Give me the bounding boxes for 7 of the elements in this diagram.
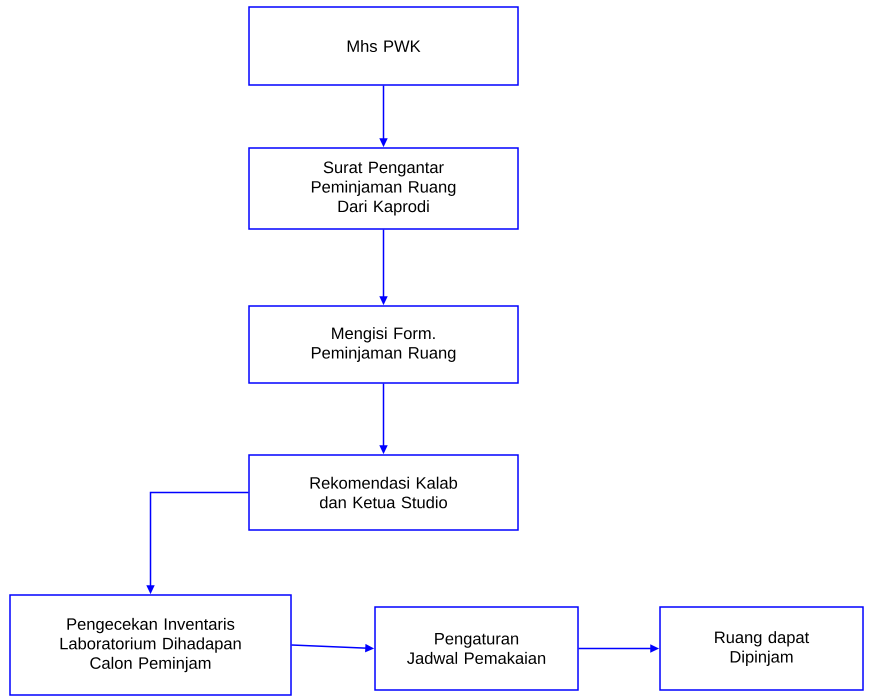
process-box: Ruang dapat Dipinjam bbox=[659, 606, 864, 691]
process-box: Mengisi Form. Peminjaman Ruang bbox=[248, 305, 519, 384]
process-box: Pengecekan Inventaris Laboratorium Dihadapan Calon Peminjam bbox=[9, 594, 292, 696]
process-box: Surat Pengantar Peminjaman Ruang Dari Kaprodi bbox=[248, 147, 519, 230]
process-box: Pengaturan Jadwal Pemakaian bbox=[374, 606, 579, 691]
process-box: Rekomendasi Kalab dan Ketua Studio bbox=[248, 454, 519, 531]
process-box: Mhs PWK bbox=[248, 6, 519, 86]
